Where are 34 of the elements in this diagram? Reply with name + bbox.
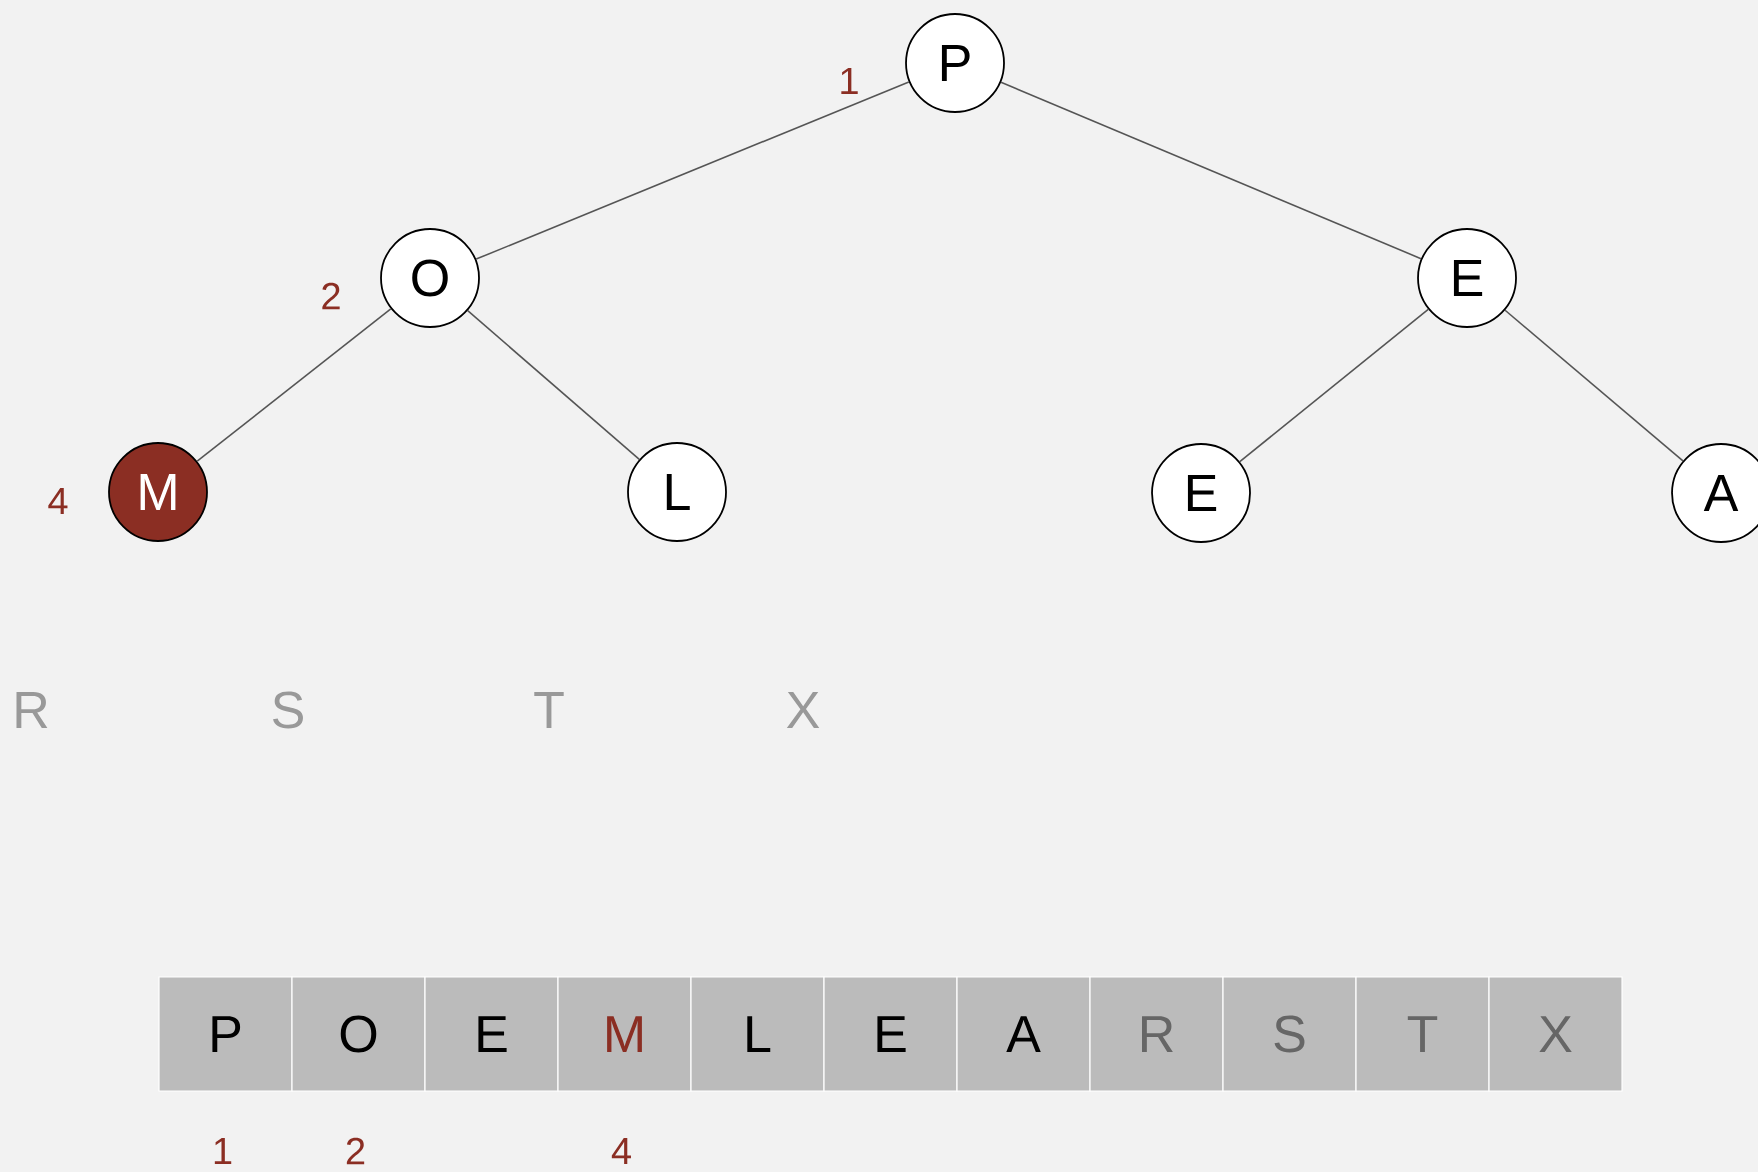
index-label: 1 xyxy=(841,67,858,95)
tree-node: A xyxy=(1671,443,1758,543)
array-cell: O xyxy=(291,976,426,1092)
array-cell: E xyxy=(823,976,958,1092)
unsorted-letter: S xyxy=(273,691,303,729)
array-cell: X xyxy=(1488,976,1623,1092)
array-cell: T xyxy=(1355,976,1490,1092)
tree-node: E xyxy=(1417,228,1517,328)
tree-node: O xyxy=(380,228,480,328)
array-cell: L xyxy=(690,976,825,1092)
tree-node: M xyxy=(108,442,208,542)
array-cell: P xyxy=(158,976,293,1092)
index-label: 2 xyxy=(346,1137,365,1165)
index-label: 4 xyxy=(48,487,68,515)
unsorted-letter: R xyxy=(16,692,48,728)
array-cell: A xyxy=(956,976,1091,1092)
tree-edge xyxy=(475,81,910,260)
tree-node: E xyxy=(1151,443,1251,543)
tree-node: L xyxy=(627,442,727,542)
tree-edge xyxy=(1000,81,1422,260)
tree-edge xyxy=(466,309,641,461)
unsorted-letter: X xyxy=(786,692,820,728)
array-cell: S xyxy=(1222,976,1357,1092)
tree-edge xyxy=(196,308,392,462)
index-label: 2 xyxy=(322,282,340,310)
unsorted-letter: T xyxy=(534,692,564,728)
tree-edge xyxy=(1239,308,1429,463)
tree-node: P xyxy=(905,13,1005,113)
array-cell: M xyxy=(557,976,692,1092)
array-cell: R xyxy=(1089,976,1224,1092)
tree-edge xyxy=(1504,309,1684,462)
index-label: 4 xyxy=(611,1137,631,1165)
index-label: 1 xyxy=(214,1137,232,1165)
array-cell: E xyxy=(424,976,559,1092)
